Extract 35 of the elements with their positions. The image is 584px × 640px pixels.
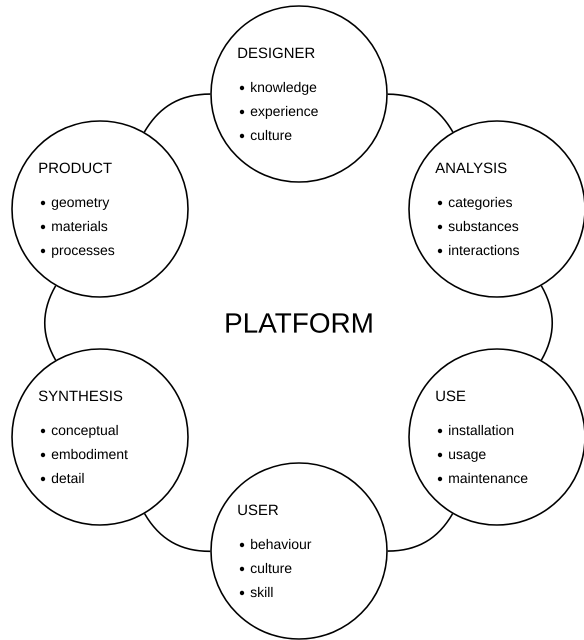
circle-node (210, 462, 388, 640)
ring-arc (388, 513, 454, 552)
bullet-item: behaviour (240, 538, 312, 550)
bullet-item: embodiment (40, 448, 128, 460)
bullet-item: conceptual (40, 424, 118, 438)
ring-arc (540, 286, 553, 360)
circle-node (210, 5, 388, 183)
bullet-item: skill (240, 586, 272, 598)
center-label: PLATFORM (226, 313, 372, 333)
bullet-item: processes (40, 247, 114, 258)
bullet-item: usage (438, 451, 486, 462)
heading: DESIGNER (238, 48, 315, 58)
heading: USER (238, 504, 278, 516)
bullet-item: culture (240, 130, 292, 140)
bullet-item: installation (438, 424, 514, 436)
heading: SYNTHESIS (38, 390, 122, 402)
heading: ANALYSIS (435, 162, 506, 174)
bullet-item: geometry (40, 198, 110, 210)
ring-arc (144, 513, 210, 552)
bullet-item: experience (240, 106, 318, 119)
heading: USE (436, 390, 466, 402)
ring-arc (388, 93, 454, 132)
bullet-item: interactions (438, 244, 519, 256)
heading: PRODUCT (39, 162, 112, 174)
bullet-item: knowledge (240, 82, 316, 95)
circle-node (11, 120, 189, 298)
bullet-item: materials (40, 220, 108, 232)
bullet-item: detail (40, 472, 84, 484)
ring-arc (144, 93, 210, 132)
bullet-item: maintenance (438, 472, 528, 484)
bullet-item: categories (438, 196, 512, 210)
ring-arc (44, 286, 56, 360)
bullet-item: substances (438, 220, 518, 232)
circle-node (11, 348, 189, 526)
bullet-item: culture (240, 562, 292, 574)
